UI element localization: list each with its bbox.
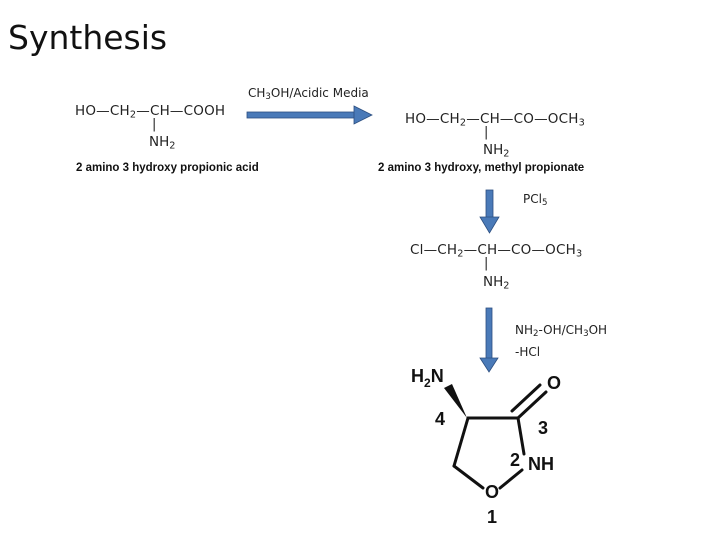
wedge-bond-c4-n	[444, 384, 467, 418]
reaction-arrow-step3	[479, 307, 499, 373]
bond-carbonyl-1	[516, 390, 548, 420]
compound2-bond: |	[484, 125, 489, 140]
ring-oxygen: O	[485, 482, 499, 502]
step3-reagent-line2: -HCl	[515, 345, 541, 359]
position-label-2: 2	[510, 450, 520, 470]
page-title: Synthesis	[8, 18, 168, 57]
step2-reagent: PCl5	[523, 192, 548, 209]
bond-c5-c4	[452, 416, 470, 468]
bond-carbonyl-2	[510, 383, 542, 413]
position-label-3: 3	[538, 418, 548, 438]
bond-o1-c5	[452, 464, 485, 490]
step3-reagent-line1: NH2-OH/CH3OH	[515, 323, 608, 340]
bond-c3-n2	[516, 416, 526, 456]
position-label-1: 1	[487, 507, 497, 527]
compound2-name: 2 amino 3 hydroxy, methyl propionate	[378, 162, 585, 174]
reaction-arrow-step2	[479, 189, 500, 234]
reaction-arrow-step1	[246, 105, 373, 125]
step1-reagent: CH3OH/Acidic Media	[248, 86, 369, 103]
compound3-bond: |	[484, 256, 489, 271]
ring-nitrogen: NH	[528, 454, 554, 474]
bond-n2-o1	[498, 468, 524, 490]
position-label-4: 4	[435, 409, 445, 429]
compound3-formula: Cl—CH2—CH—CO—OCH3	[410, 242, 583, 260]
compound3-substituent: NH2	[483, 274, 510, 292]
compound1-substituent: NH2	[149, 134, 176, 152]
compound1-name: 2 amino 3 hydroxy propionic acid	[76, 162, 259, 174]
carbonyl-oxygen: O	[547, 373, 561, 393]
compound1-bond: |	[152, 117, 157, 132]
product-structure	[452, 383, 548, 490]
amine-group: H2N	[411, 366, 444, 390]
compound1-formula: HO—CH2—CH—COOH	[75, 103, 226, 121]
compound2-formula: HO—CH2—CH—CO—OCH3	[405, 111, 585, 129]
compound2-substituent: NH2	[483, 142, 510, 160]
